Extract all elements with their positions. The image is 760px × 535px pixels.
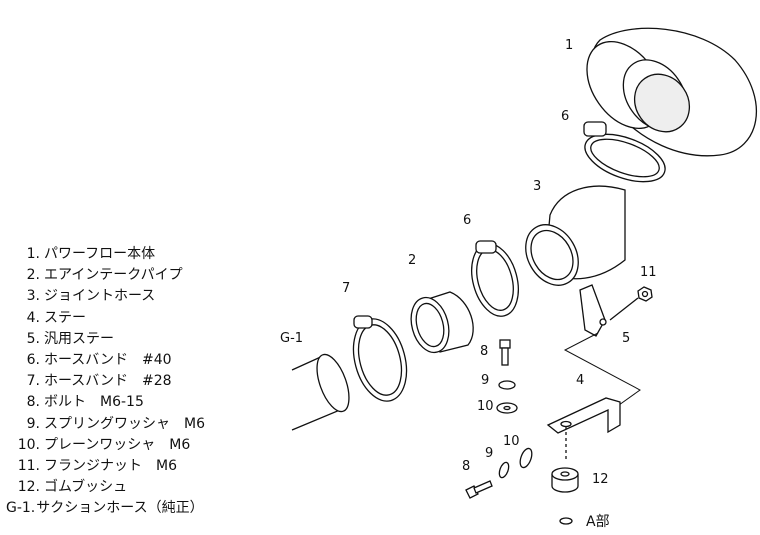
item-number: 10. [17,436,40,453]
callout-12: 12 [592,472,609,487]
parts-list-item: 3.ジョイントホース [6,286,205,307]
callout-1: 1 [565,38,574,53]
part-6-hose-band [583,121,666,183]
part-2-air-intake-pipe [410,291,474,354]
item-name: ステー [44,309,86,326]
parts-list: 1.パワーフロー本体 2.エアインテークパイプ 3.ジョイントホース 4.ステー… [6,244,205,520]
item-number: 8. [26,394,40,411]
parts-list-item: 6.ホースバンド #40 [6,350,205,371]
item-number: 5. [26,330,40,347]
callout-9-second: 9 [485,446,494,461]
callout-section-a: A部 [586,514,610,530]
parts-list-item: 7.ホースバンド #28 [6,371,205,392]
item-name: 汎用ステー [44,330,114,347]
callout-10: 10 [477,399,494,414]
callout-5: 5 [622,331,631,346]
callout-6: 6 [561,109,570,124]
item-name: エアインテークパイプ [44,267,183,284]
part-6-hose-band-2 [471,240,519,317]
parts-list-item: 9.スプリングワッシャ M6 [6,414,205,435]
parts-list-item: 5.汎用ステー [6,329,205,350]
item-name: サクションホース（純正） [36,500,204,517]
item-name: スプリングワッシャ M6 [44,415,205,432]
callout-6-second: 6 [463,213,472,228]
callout-4: 4 [576,373,585,388]
callout-3: 3 [533,179,542,194]
parts-list-item: 10.プレーンワッシャ M6 [6,435,205,456]
item-number: 4. [26,309,40,326]
callout-2: 2 [408,253,417,268]
parts-list-item: 11.フランジナット M6 [6,456,205,477]
callout-7: 7 [342,281,351,296]
item-number: 2. [26,267,40,284]
part-g1-suction-hose [291,353,350,431]
item-number: 11. [17,458,40,475]
part-8-bolt-2 [465,480,493,499]
parts-list-item: 12.ゴムブッシュ [6,477,205,498]
callout-11: 11 [640,265,657,280]
item-number: 6. [26,352,40,369]
item-name: ゴムブッシュ [44,479,128,496]
callout-g1: G-1 [280,331,304,346]
item-number: 9. [26,415,40,432]
item-name: ジョイントホース [44,288,156,305]
part-11-flange-nut [637,286,653,302]
item-number: 1. [26,246,40,262]
item-name: ホースバンド #28 [44,373,172,390]
callout-10-second: 10 [503,434,520,449]
part-9-spring-washer [498,380,516,390]
item-number: 12. [17,479,40,496]
part-1-power-flow-body [586,27,757,157]
part-5-universal-stay [579,284,607,337]
item-number: G-1. [6,500,36,517]
item-number: 7. [26,373,40,390]
part-3-joint-hose [525,185,626,286]
parts-list-item: 1.パワーフロー本体 [6,244,205,265]
part-12-rubber-bush [551,467,579,493]
part-4-stay [546,397,621,434]
item-name: フランジナット M6 [44,458,177,475]
item-name: ボルト M6-15 [44,394,144,411]
item-name: プレーンワッシャ M6 [44,436,191,453]
part-8-bolt [499,339,511,366]
callout-8: 8 [480,344,489,359]
parts-list-item: 4.ステー [6,308,205,329]
item-name: パワーフロー本体 [44,246,156,262]
parts-list-item: 8.ボルト M6-15 [6,392,205,413]
part-7-hose-band [352,315,408,402]
parts-list-item: 2.エアインテークパイプ [6,265,205,286]
item-number: 3. [26,288,40,305]
callout-8-second: 8 [462,459,471,474]
callout-9: 9 [481,373,490,388]
parts-list-item: G-1.サクションホース（純正） [6,498,205,519]
item-name: ホースバンド #40 [44,352,172,369]
section-a-mark [559,517,573,525]
